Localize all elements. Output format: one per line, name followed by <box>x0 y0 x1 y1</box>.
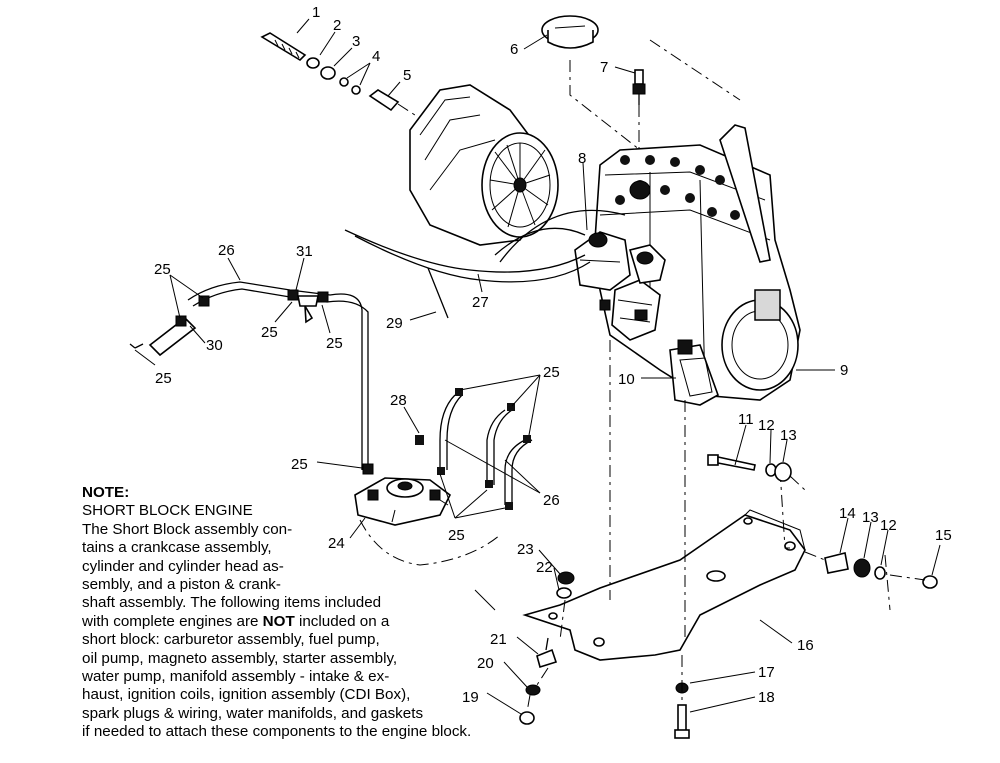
washer-2 <box>306 57 320 69</box>
clutch-bolt-1 <box>260 32 307 62</box>
callout-8: 8 <box>578 150 586 167</box>
grommet-13 <box>774 462 792 482</box>
washer-12b <box>874 566 886 580</box>
mount-21 <box>536 637 558 669</box>
callout-3: 3 <box>352 33 360 50</box>
callout-26-b: 26 <box>543 492 560 509</box>
note-line: SHORT BLOCK ENGINE <box>82 502 253 520</box>
tee-fitting-31 <box>287 289 329 324</box>
callout-27: 27 <box>472 294 489 311</box>
callout-25-g: 25 <box>448 527 465 544</box>
callout-9: 9 <box>840 362 848 379</box>
callout-13b: 13 <box>862 509 879 526</box>
bolt-18 <box>674 704 690 739</box>
ring-4b <box>351 85 361 95</box>
callout-26-a: 26 <box>218 242 235 259</box>
callout-25-c: 25 <box>326 335 343 352</box>
callout-18: 18 <box>758 689 775 706</box>
note-line: shaft assembly. The following items incl… <box>82 594 382 612</box>
note-line: The Short Block assembly con- <box>82 520 293 538</box>
note-line: sembly, and a piston & crank- <box>82 576 281 594</box>
callout-23: 23 <box>517 541 534 558</box>
callout-12a: 12 <box>758 417 775 434</box>
bolt-11 <box>707 454 756 471</box>
spacer-14 <box>824 552 849 574</box>
callout-25-f: 25 <box>543 364 560 381</box>
fitting-28 <box>415 435 424 445</box>
note-line: haust, ignition coils, ignition assembly… <box>82 686 411 704</box>
washer-20 <box>525 684 541 696</box>
callout-17: 17 <box>758 664 775 681</box>
note-line: oil pump, magneto assembly, starter asse… <box>82 649 398 667</box>
callout-25-a: 25 <box>154 261 171 278</box>
note-line: tains a crankcase assembly, <box>82 539 272 557</box>
callout-13a: 13 <box>780 427 797 444</box>
nut-15 <box>922 575 938 589</box>
oil-cap-6 <box>541 15 599 49</box>
spark-plug-7 <box>632 69 646 105</box>
callout-5: 5 <box>403 67 411 84</box>
drive-clutch <box>409 84 559 246</box>
note-line: if needed to attach these components to … <box>82 723 472 741</box>
callout-6: 6 <box>510 41 518 58</box>
grommet-13b <box>853 558 871 578</box>
note-line: cylinder and cylinder head as- <box>82 557 284 575</box>
note-title: NOTE: <box>82 484 130 501</box>
callout-4: 4 <box>372 48 380 65</box>
washer-3 <box>320 66 336 80</box>
note-emphasis: NOT <box>262 612 295 630</box>
fuel-fitting-30 <box>129 295 210 357</box>
note-line: water pump, manifold assembly - intake &… <box>82 668 390 686</box>
fuel-hoses-26-lower <box>439 394 533 505</box>
note-line: spark plugs & wiring, water manifolds, a… <box>82 704 424 722</box>
nut-23 <box>557 571 575 585</box>
callout-15: 15 <box>935 527 952 544</box>
callout-20: 20 <box>477 655 494 672</box>
throttle-cable-27 <box>344 229 586 273</box>
callout-14: 14 <box>839 505 856 522</box>
carburetor-assembly <box>574 231 666 341</box>
callout-19: 19 <box>462 689 479 706</box>
callout-31: 31 <box>296 243 313 260</box>
callout-28: 28 <box>390 392 407 409</box>
spacer-5 <box>368 89 400 112</box>
bracket-10 <box>669 339 719 406</box>
callout-25-b: 25 <box>261 324 278 341</box>
callout-11: 11 <box>738 411 754 428</box>
note-line-emphasis: with complete engines are NOT included o… <box>82 612 390 630</box>
short-block-note: NOTE: SHORT BLOCK ENGINE The Short Block… <box>82 484 532 742</box>
cable-tie-29 <box>427 267 449 319</box>
callout-25-d: 25 <box>155 370 172 387</box>
callout-12b: 12 <box>880 517 897 534</box>
fuel-line-26-upper <box>187 281 369 470</box>
callout-24: 24 <box>328 535 345 552</box>
callout-7: 7 <box>600 59 608 76</box>
engine-block <box>594 124 801 401</box>
callout-2: 2 <box>333 17 341 34</box>
callout-25-e: 25 <box>291 456 308 473</box>
washer-22 <box>556 587 572 599</box>
callout-30: 30 <box>206 337 223 354</box>
callout-29: 29 <box>386 315 403 332</box>
callout-21: 21 <box>490 631 507 648</box>
note-line: short block: carburetor assembly, fuel p… <box>82 631 380 649</box>
fuel-pump-24 <box>354 477 452 526</box>
mounting-plate-16 <box>522 509 806 661</box>
callout-22: 22 <box>536 559 553 576</box>
callout-10: 10 <box>618 371 635 388</box>
ring-4a <box>339 77 349 87</box>
callout-16: 16 <box>797 637 814 654</box>
callout-1: 1 <box>312 4 320 21</box>
